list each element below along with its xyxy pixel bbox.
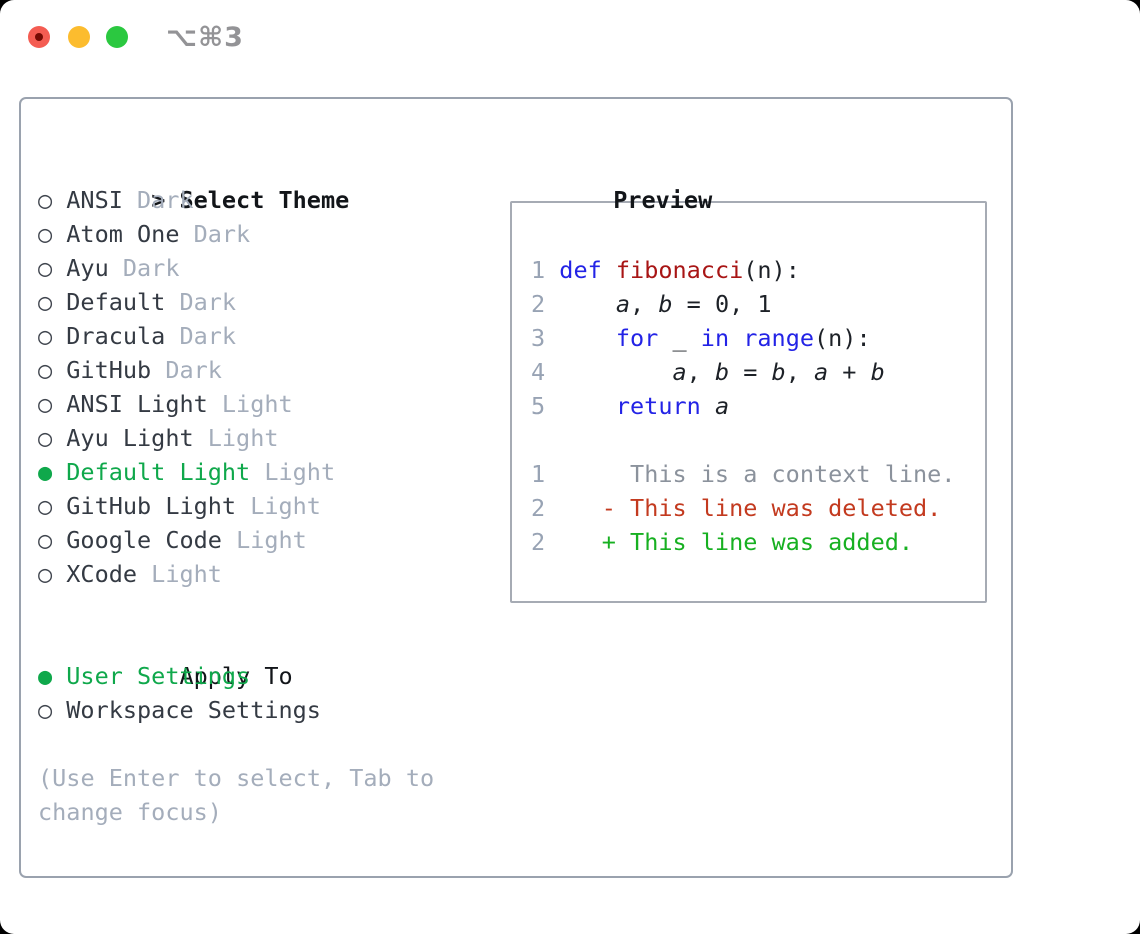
apply-to-options: ● User Settings ○ Workspace Settings [38, 659, 483, 727]
preview-line: 2 a, b = 0, 1 [531, 290, 772, 318]
theme-variant-tag: Light [236, 526, 307, 554]
radio-selected-icon: ● [38, 458, 53, 486]
radio-selected-icon: ● [38, 662, 53, 690]
preview-title-label: Preview [613, 186, 713, 214]
theme-item-atom-one[interactable]: ○ Atom One Dark [38, 217, 483, 251]
radio-unselected-icon: ○ [38, 424, 53, 452]
preview-line: 1 def fibonacci(n): [531, 256, 800, 284]
preview-line: 3 for _ in range(n): [531, 324, 871, 352]
minimize-button-icon[interactable] [68, 26, 90, 48]
theme-variant-tag: Light [250, 492, 321, 520]
spacer [38, 591, 483, 625]
radio-unselected-icon: ○ [38, 322, 53, 350]
theme-variant-tag: Light [264, 458, 336, 486]
window-shortcut-label: ⌥⌘3 [166, 22, 244, 53]
theme-variant-tag: Dark [193, 220, 251, 248]
theme-name: Google Code [66, 526, 222, 554]
theme-item-ayu-light[interactable]: ○ Ayu Light Light [38, 421, 483, 455]
theme-name: Default [66, 288, 166, 316]
radio-unselected-icon: ○ [38, 254, 53, 282]
preview-line: 2 - This line was deleted. [531, 494, 942, 522]
theme-variant-tag: Light [207, 424, 279, 452]
radio-unselected-icon: ○ [38, 186, 53, 214]
help-text-line: (Use Enter to select, Tab to [38, 764, 435, 792]
theme-variant-tag: Dark [179, 322, 237, 350]
preview-column: Preview 1 def fibonacci(n): 2 a, b = 0, 1… [500, 149, 1000, 603]
radio-unselected-icon: ○ [38, 356, 53, 384]
preview-line [531, 423, 985, 457]
radio-unselected-icon: ○ [38, 492, 53, 520]
spacer [38, 727, 483, 761]
theme-variant-tag: Dark [165, 356, 222, 384]
help-text-line: change focus) [38, 798, 222, 826]
theme-name: GitHub Light [66, 492, 237, 520]
theme-name: Atom One [66, 220, 180, 248]
radio-unselected-icon: ○ [38, 390, 53, 418]
preview-line: 1 This is a context line. [531, 460, 956, 488]
apply-option-user-settings[interactable]: ● User Settings [38, 659, 483, 693]
theme-variant-tag: Dark [122, 254, 180, 282]
apply-option-workspace-settings[interactable]: ○ Workspace Settings [38, 693, 483, 727]
theme-item-ansi[interactable]: ○ ANSI Dark [38, 183, 483, 217]
theme-item-dracula[interactable]: ○ Dracula Dark [38, 319, 483, 353]
theme-item-ansi-light[interactable]: ○ ANSI Light Light [38, 387, 483, 421]
preview-line: 5 return a [531, 392, 730, 420]
theme-item-github[interactable]: ○ GitHub Dark [38, 353, 483, 387]
apply-to-title: Apply To [38, 625, 483, 690]
radio-unselected-icon: ○ [38, 288, 53, 316]
preview-title: Preview [500, 149, 1000, 214]
theme-variant-tag: Dark [137, 186, 194, 214]
radio-unselected-icon: ○ [38, 526, 53, 554]
theme-item-github-light[interactable]: ○ GitHub Light Light [38, 489, 483, 523]
theme-variant-tag: Dark [179, 288, 237, 316]
theme-item-google-code[interactable]: ○ Google Code Light [38, 523, 483, 557]
theme-item-default[interactable]: ○ Default Dark [38, 285, 483, 319]
apply-option-label: User Settings [66, 662, 251, 690]
preview-line: 2 + This line was added. [531, 528, 914, 556]
theme-list-title-label: Select Theme [179, 186, 350, 214]
theme-item-ayu[interactable]: ○ Ayu Dark [38, 251, 483, 285]
theme-list-title: > Select Theme [38, 149, 483, 214]
theme-name: GitHub [66, 356, 152, 384]
preview-line: 4 a, b = b, a + b [531, 358, 885, 386]
theme-name: Ayu [66, 254, 109, 282]
close-button-icon[interactable] [28, 26, 50, 48]
theme-name: Default Light [66, 458, 251, 486]
theme-item-xcode[interactable]: ○ XCode Light [38, 557, 483, 591]
apply-to-title-label: Apply To [179, 662, 293, 690]
theme-name: XCode [66, 560, 138, 588]
zoom-button-icon[interactable] [106, 26, 128, 48]
preview-box: 1 def fibonacci(n): 2 a, b = 0, 1 3 for _ … [510, 201, 987, 603]
theme-name: ANSI Light [66, 390, 208, 418]
radio-unselected-icon: ○ [38, 560, 53, 588]
titlebar: ⌥⌘3 [0, 0, 1140, 74]
theme-item-default-light[interactable]: ● Default Light Light [38, 455, 483, 489]
radio-unselected-icon: ○ [38, 696, 53, 724]
help-text: (Use Enter to select, Tab to change focus… [38, 761, 483, 829]
theme-name: Ayu Light [66, 424, 194, 452]
theme-name: Dracula [66, 322, 166, 350]
apply-option-label: Workspace Settings [66, 696, 321, 724]
radio-unselected-icon: ○ [38, 220, 53, 248]
cursor-icon: > [151, 186, 166, 214]
theme-variant-tag: Light [221, 390, 293, 418]
theme-variant-tag: Light [151, 560, 222, 588]
theme-name: ANSI [66, 186, 123, 214]
